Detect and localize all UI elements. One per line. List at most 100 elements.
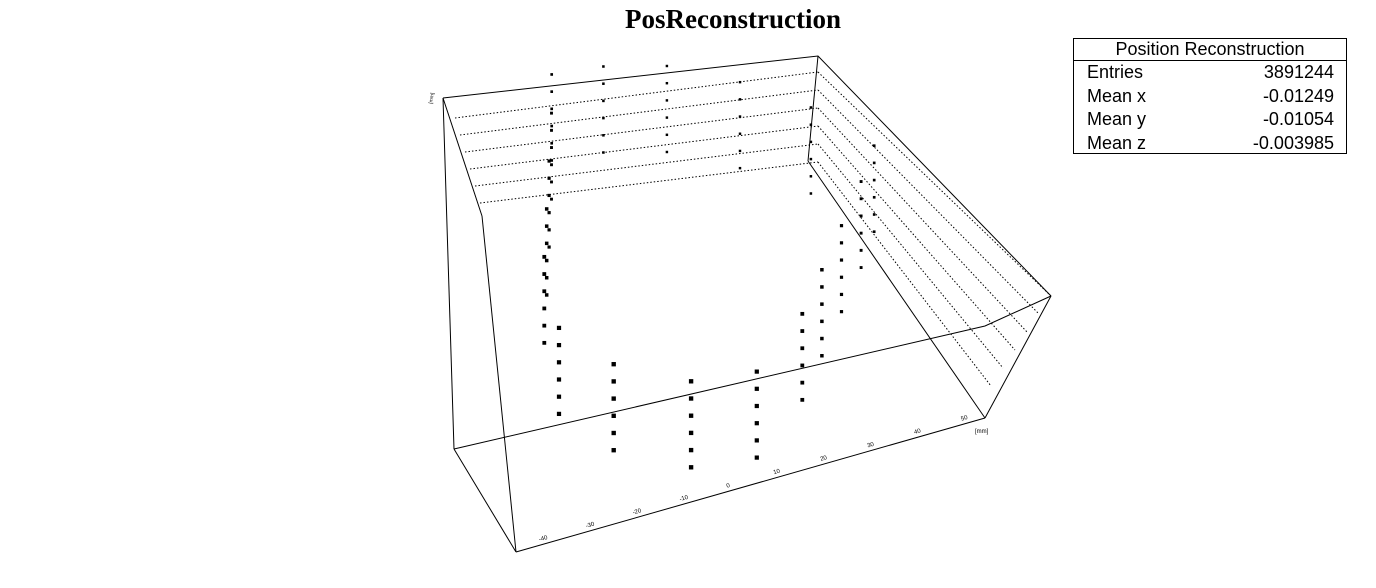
data-point xyxy=(809,175,813,178)
data-point xyxy=(556,394,562,399)
data-point xyxy=(754,386,759,391)
data-point xyxy=(754,438,759,443)
stats-label: Mean z xyxy=(1087,132,1147,153)
data-point xyxy=(611,430,616,436)
data-point xyxy=(809,106,813,109)
data-point xyxy=(550,128,553,132)
data-point xyxy=(809,157,813,161)
data-point xyxy=(544,241,549,246)
stats-value: 3891244 xyxy=(1263,62,1334,82)
grid-lines xyxy=(454,71,1052,387)
data-point xyxy=(542,272,547,276)
stats-label: Mean y xyxy=(1087,109,1147,129)
data-point xyxy=(544,293,549,297)
data-point xyxy=(872,213,876,216)
data-point xyxy=(602,151,605,154)
data-point xyxy=(800,311,805,316)
data-point xyxy=(556,342,562,348)
data-point xyxy=(602,99,605,103)
data-point xyxy=(820,319,824,324)
data-points xyxy=(542,64,876,470)
data-point xyxy=(859,248,863,252)
data-point xyxy=(800,380,805,385)
data-point xyxy=(839,275,844,279)
data-point xyxy=(738,115,742,118)
data-point xyxy=(688,379,694,384)
data-point xyxy=(556,411,562,417)
data-point xyxy=(550,180,553,184)
data-point xyxy=(550,73,554,76)
grid-line xyxy=(454,71,819,119)
grid-line xyxy=(474,143,819,187)
data-point xyxy=(688,430,694,436)
data-point xyxy=(550,146,553,149)
data-point xyxy=(602,116,605,120)
x-tick-label: 50 xyxy=(960,415,969,423)
data-point xyxy=(550,90,554,93)
x-tick-label: -30 xyxy=(585,521,596,529)
stats-row-mean-x: Mean x -0.01249 xyxy=(1074,85,1346,109)
data-point xyxy=(611,396,616,401)
data-point xyxy=(800,329,805,333)
stats-value: -0.01054 xyxy=(1262,109,1334,129)
stats-label: Mean x xyxy=(1087,85,1147,106)
y-unit-label: [mm] xyxy=(428,92,436,105)
data-point xyxy=(738,166,742,170)
x-tick-label: 0 xyxy=(726,483,731,490)
data-point xyxy=(547,193,551,198)
data-point xyxy=(800,346,805,351)
data-point xyxy=(665,150,669,154)
x-tick-label: 10 xyxy=(773,468,782,476)
data-point xyxy=(542,306,547,311)
data-point xyxy=(611,413,616,418)
grid-line xyxy=(817,107,1028,333)
data-point xyxy=(542,323,547,328)
data-point xyxy=(665,64,669,68)
data-point xyxy=(800,397,805,402)
data-point xyxy=(839,310,844,314)
data-point xyxy=(550,111,553,115)
data-point xyxy=(542,254,547,259)
data-point xyxy=(754,369,759,374)
stats-box: Position Reconstruction Entries 3891244 … xyxy=(1073,38,1347,154)
grid-line xyxy=(479,161,819,204)
stats-value: -0.003985 xyxy=(1252,132,1334,153)
grid-line xyxy=(459,89,819,136)
data-point xyxy=(859,231,863,235)
x-tick-label: 30 xyxy=(867,442,876,450)
data-point xyxy=(550,141,554,145)
stats-row-mean-y: Mean y -0.01054 xyxy=(1074,108,1346,132)
frame-floor xyxy=(453,295,1052,553)
data-point xyxy=(665,99,669,102)
grid-line xyxy=(817,71,1052,297)
x-tick-label: 20 xyxy=(820,455,829,463)
data-point xyxy=(544,224,549,228)
data-point xyxy=(665,133,669,137)
data-point xyxy=(602,134,605,137)
data-point xyxy=(738,98,742,101)
data-point xyxy=(859,180,863,183)
data-point xyxy=(550,107,554,111)
data-point xyxy=(820,354,824,358)
data-point xyxy=(602,82,605,85)
grid-line xyxy=(817,89,1040,315)
data-point xyxy=(556,360,562,365)
x-unit-label: [mm] xyxy=(975,429,989,435)
frame-near-edges xyxy=(442,97,986,553)
data-point xyxy=(872,195,876,199)
data-point xyxy=(738,80,742,84)
data-point xyxy=(547,176,551,180)
x-tick-label: -10 xyxy=(679,495,690,503)
data-point xyxy=(688,413,694,418)
stats-row-entries: Entries 3891244 xyxy=(1074,61,1346,85)
data-point xyxy=(547,245,551,249)
data-point xyxy=(872,178,876,182)
data-point xyxy=(820,302,824,306)
data-point xyxy=(820,285,824,289)
grid-line xyxy=(469,125,819,170)
data-point xyxy=(611,448,616,453)
data-point xyxy=(872,161,876,165)
data-point xyxy=(738,132,742,135)
